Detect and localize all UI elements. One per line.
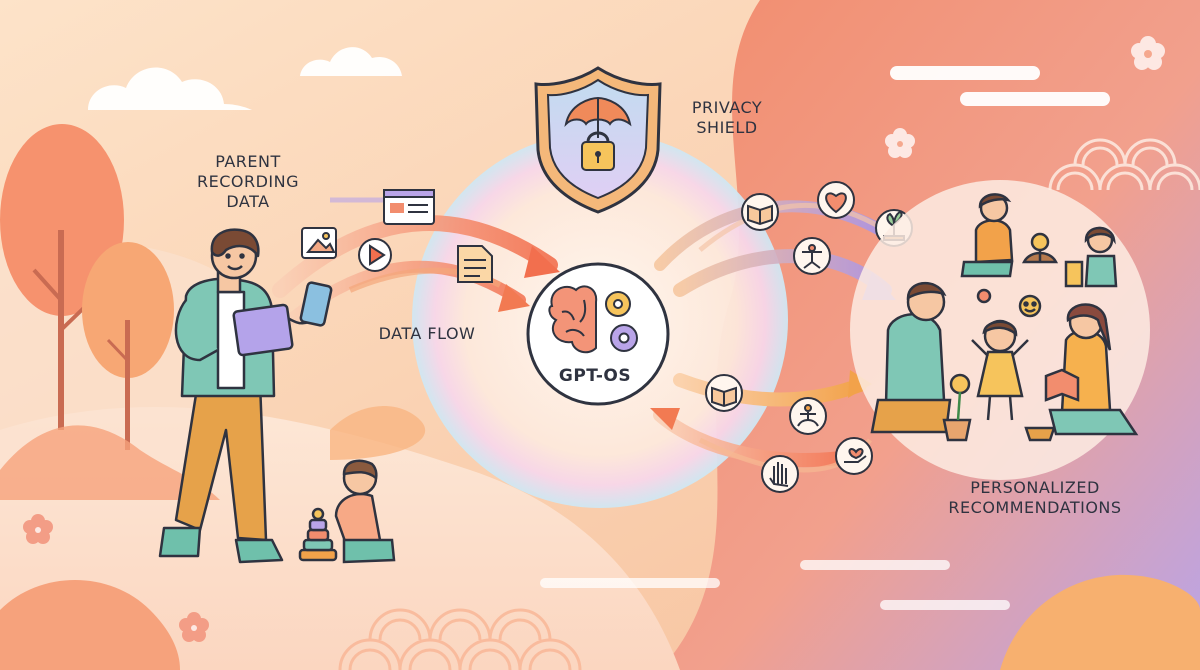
- hand-icon: [761, 455, 799, 493]
- video-play-icon: [358, 238, 392, 272]
- parent-recording-label: PARENT RECORDING DATA: [178, 152, 318, 212]
- gear-icon: [605, 291, 638, 352]
- label-line: RECORDING: [196, 172, 299, 191]
- data-flow-label: DATA FLOW: [378, 324, 476, 343]
- padlock-icon: [581, 131, 615, 171]
- gpt-os-hub: [526, 262, 670, 406]
- document-window-icon: [383, 189, 435, 225]
- file-icon: [457, 245, 493, 283]
- parent-figure: [158, 228, 333, 564]
- label-line: PARENT: [215, 152, 281, 171]
- flower-icons: [23, 36, 1165, 642]
- brain-icon: [548, 285, 598, 354]
- image-icon: [301, 227, 337, 259]
- clouds: [88, 47, 1110, 610]
- wave-pattern: [1048, 138, 1200, 191]
- output-icons: [705, 181, 913, 493]
- label-line: RECOMMENDATIONS: [948, 498, 1122, 517]
- shield-icon: [534, 66, 662, 214]
- stacking-toy: [298, 507, 338, 562]
- family-figures: [870, 193, 1139, 442]
- label-line: PRIVACY: [691, 98, 763, 117]
- privacy-shield-label: PRIVACY SHIELD: [672, 98, 782, 138]
- input-icons: [301, 189, 493, 283]
- umbrella-icon: [564, 96, 632, 138]
- child-figure: [298, 459, 396, 564]
- trees: [0, 124, 1200, 670]
- label-line: SHIELD: [696, 118, 758, 137]
- recommendations-label: PERSONALIZED RECOMMENDATIONS: [910, 478, 1160, 518]
- hub-label: GPT-OS: [558, 366, 632, 386]
- label-line: PERSONALIZED: [970, 478, 1100, 497]
- label-line: DATA: [226, 192, 270, 211]
